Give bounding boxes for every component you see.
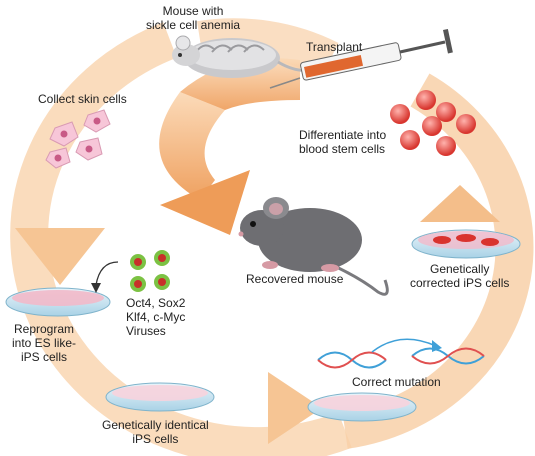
- blood-stem-cells: [390, 90, 476, 156]
- label-transplant: Transplant: [306, 40, 363, 54]
- label-recovered-mouse: Recovered mouse: [246, 272, 344, 286]
- reprogram-dish: [5, 287, 111, 317]
- mutation-dish: [307, 392, 417, 422]
- label-correct-mutation: Correct mutation: [352, 375, 441, 389]
- corrected-ips-dish: [411, 229, 521, 259]
- mutation-arrowhead: [432, 340, 442, 352]
- virus-particles: [130, 250, 170, 292]
- ring-arrowhead-up-right: [420, 185, 500, 222]
- virus-arrowhead: [91, 283, 101, 293]
- sick-mouse-image: [172, 35, 319, 78]
- ring-arrowhead-right-bottom: [268, 372, 322, 444]
- center-transplant-arrow: [159, 58, 300, 235]
- dna-strands: [317, 347, 485, 369]
- syringe-icon: [269, 28, 453, 89]
- mutation-correct-arrow: [371, 338, 437, 353]
- label-collect-skin-cells: Collect skin cells: [38, 92, 127, 106]
- virus-to-dish-arrow: [95, 261, 119, 286]
- identical-ips-dish: [105, 382, 215, 412]
- recovered-mouse-image: [238, 197, 389, 296]
- ring-arrowhead-down-left: [15, 228, 105, 285]
- skin-cells-cluster: [45, 109, 111, 169]
